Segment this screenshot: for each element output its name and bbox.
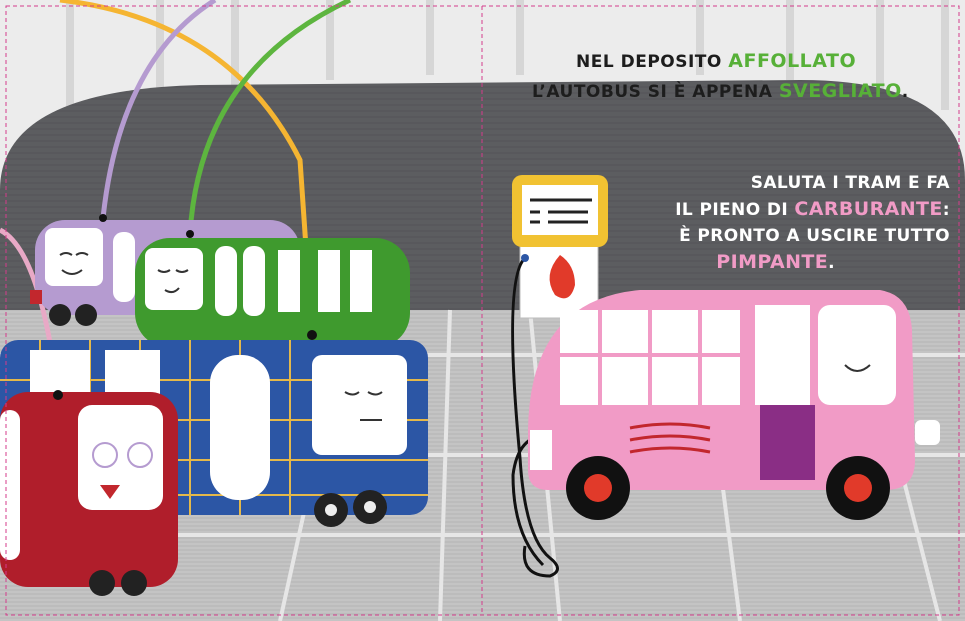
pink-bus bbox=[528, 290, 940, 520]
verse2-line1: SALUTA I TRAM E FA bbox=[750, 173, 950, 193]
verse2-line4-period: . bbox=[828, 253, 835, 273]
highlight-affollato: AFFOLLATO bbox=[728, 50, 857, 72]
verse2-line2-text: IL PIENO DI bbox=[675, 200, 795, 220]
verse2-line3: È PRONTO A USCIRE TUTTO bbox=[679, 226, 950, 246]
highlight-carburante: CARBURANTE bbox=[794, 198, 943, 220]
verse1-line1-text: NEL DEPOSITO bbox=[576, 52, 729, 72]
highlight-svegliato: SVEGLIATO bbox=[778, 80, 902, 102]
verse1-line2-text: L’AUTOBUS SI È APPENA bbox=[532, 82, 779, 102]
verse2-line4: PIMPANTE. bbox=[610, 249, 950, 276]
verse2-line2: IL PIENO DI CARBURANTE: bbox=[610, 196, 950, 223]
verse1-line2: L’AUTOBUS SI È APPENA SVEGLIATO. bbox=[532, 80, 909, 102]
highlight-pimpante: PIMPANTE bbox=[716, 251, 829, 273]
verse1-line1: NEL DEPOSITO AFFOLLATO bbox=[576, 50, 856, 72]
red-tram bbox=[0, 390, 178, 596]
verse1-line2-period: . bbox=[901, 82, 909, 102]
green-tram bbox=[135, 230, 410, 348]
fuel-pump bbox=[511, 175, 608, 578]
verse2: SALUTA I TRAM E FA IL PIENO DI CARBURANT… bbox=[610, 170, 950, 276]
verse2-line2-colon: : bbox=[942, 200, 950, 220]
